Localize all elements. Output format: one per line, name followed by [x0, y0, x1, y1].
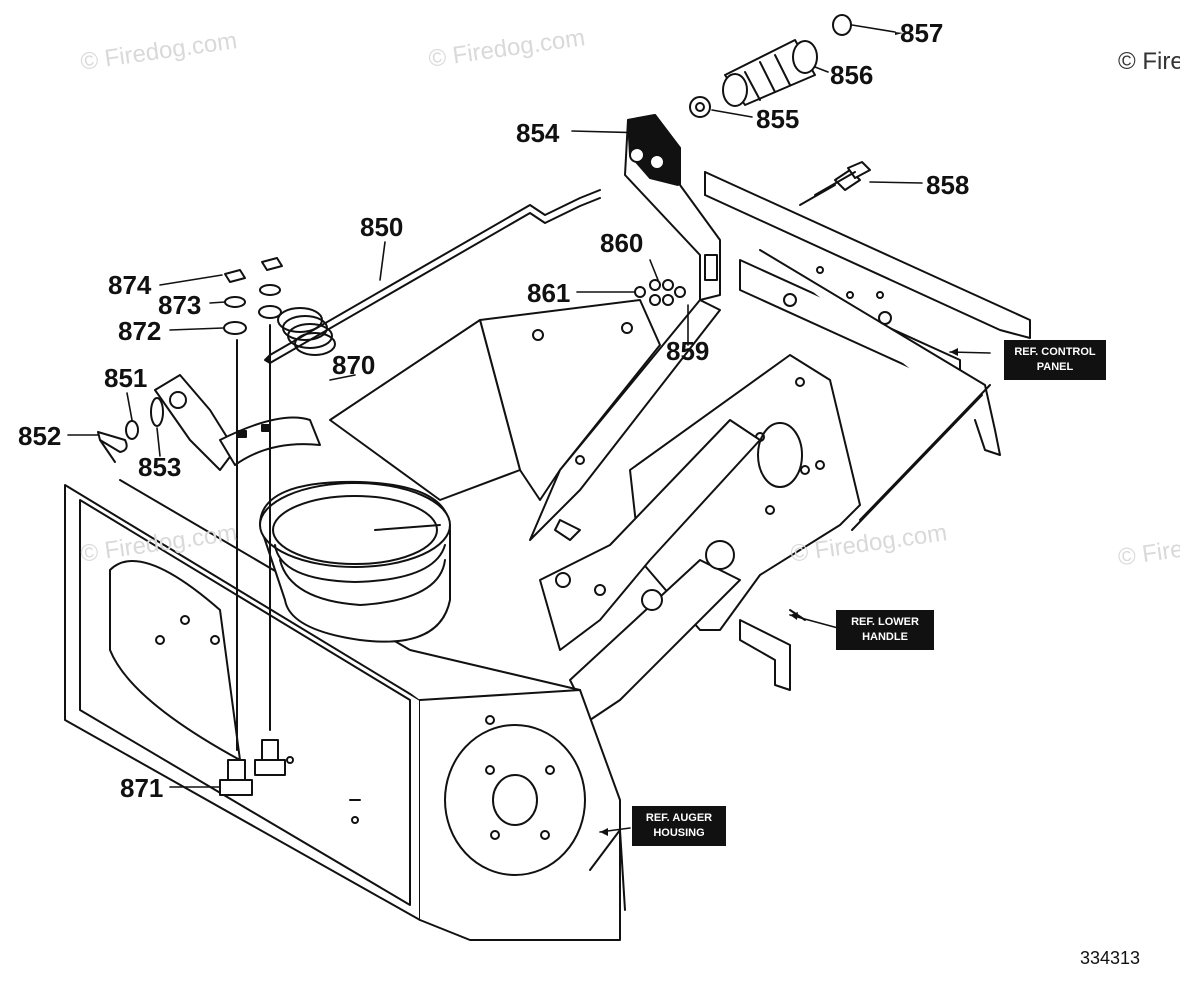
chute-spring: [277, 307, 336, 356]
handle-tube: [539, 419, 761, 721]
watermark: © Fire: [1118, 48, 1180, 75]
bolts-871: [219, 739, 286, 796]
part-label-874: 874: [108, 270, 152, 300]
hardware-860-861: [634, 279, 686, 306]
part-label-860: 860: [600, 228, 644, 258]
crank-bracket: [624, 114, 721, 301]
part-label-859: 859: [666, 336, 710, 366]
crank-knob: [689, 14, 852, 118]
part-label-854: 854: [516, 118, 560, 148]
part-label-871: 871: [120, 773, 164, 803]
ref-auger-housing: REF. AUGER HOUSING: [632, 806, 726, 846]
part-label-873: 873: [158, 290, 202, 320]
part-label-851: 851: [104, 363, 148, 393]
bolts-858: [799, 161, 871, 206]
part-label-872: 872: [118, 316, 162, 346]
leader-lines: [67, 24, 991, 833]
hardware-stack-left: [223, 257, 283, 751]
ref-lower-handle: REF. LOWER HANDLE: [836, 610, 934, 650]
leader-arrows: [600, 32, 958, 836]
part-label-857: 857: [900, 18, 944, 48]
part-label-856: 856: [830, 60, 874, 90]
part-label-858: 858: [926, 170, 970, 200]
part-label-855: 855: [756, 104, 800, 134]
part-label-850: 850: [360, 212, 404, 242]
crank-rod: [264, 189, 601, 364]
center-frame: [329, 299, 721, 541]
clip-852: [97, 397, 164, 463]
part-label-861: 861: [527, 278, 571, 308]
figure-number: 334313: [1080, 948, 1141, 968]
part-label-870: 870: [332, 350, 376, 380]
rear-frame: [704, 171, 1031, 531]
part-label-853: 853: [138, 452, 182, 482]
ref-control-panel: REF. CONTROL PANEL: [1004, 340, 1106, 380]
part-label-852: 852: [18, 421, 62, 451]
chute-ring: [259, 480, 451, 643]
